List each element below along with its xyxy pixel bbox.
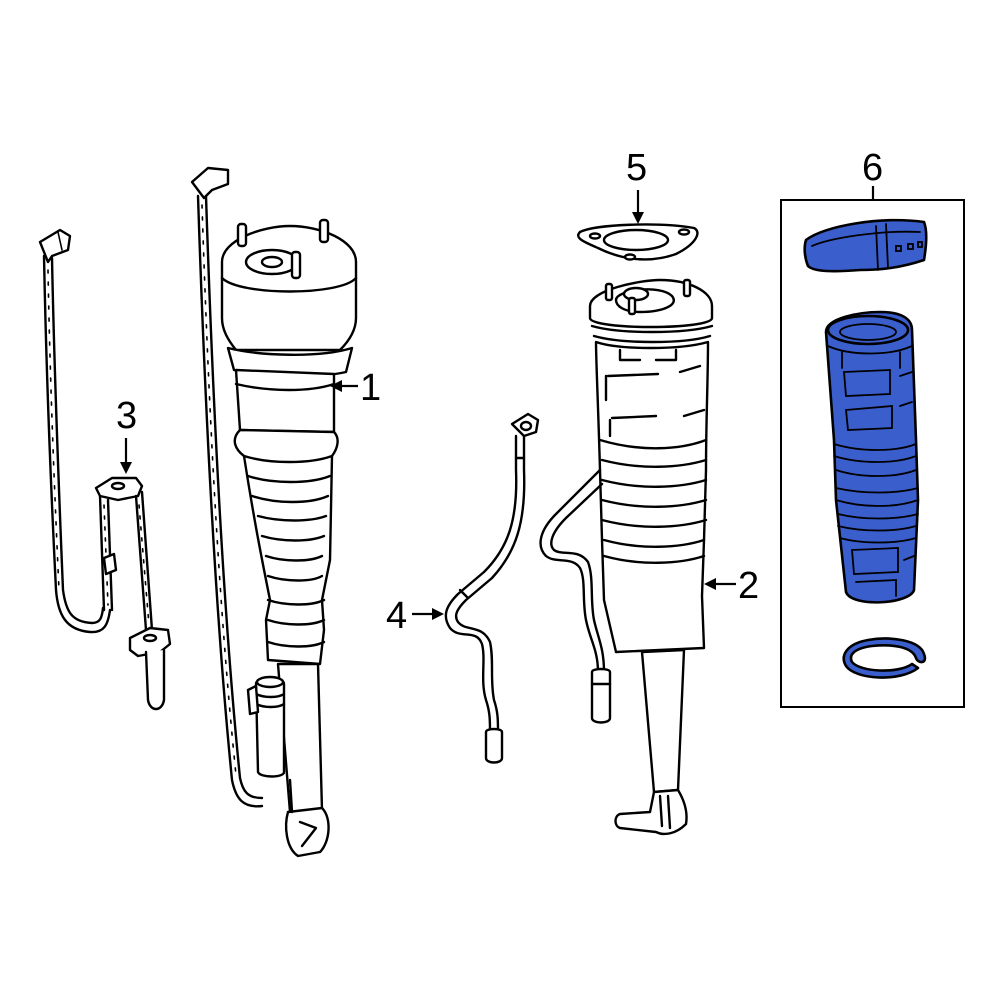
arrow-left-icon	[704, 578, 716, 590]
arrow-down-icon	[120, 462, 132, 474]
part-4-hose[interactable]	[444, 412, 540, 764]
svg-text:2: 2	[738, 565, 759, 607]
callout-5[interactable]: 5	[626, 147, 647, 224]
svg-text:4: 4	[386, 595, 407, 637]
svg-text:6: 6	[862, 147, 883, 189]
part-3-sensor-wire[interactable]	[38, 228, 172, 711]
part-5-gasket[interactable]	[577, 223, 699, 261]
svg-text:3: 3	[116, 395, 137, 437]
callout-6[interactable]: 6	[862, 147, 883, 200]
callout-2[interactable]: 2	[704, 565, 759, 607]
part-6-ring[interactable]	[842, 637, 927, 679]
svg-text:5: 5	[626, 147, 647, 189]
part-6-boot-kit[interactable]	[803, 218, 928, 679]
callout-1[interactable]: 1	[330, 367, 381, 409]
part-6-bellows[interactable]	[824, 310, 920, 604]
arrow-down-icon	[632, 212, 644, 224]
svg-text:1: 1	[360, 367, 381, 409]
part-2-rear-air-strut[interactable]	[539, 278, 714, 836]
part-1-front-air-strut[interactable]	[190, 166, 358, 858]
part-6-clamp[interactable]	[803, 218, 928, 273]
callout-4[interactable]: 4	[386, 595, 444, 637]
arrow-left-icon	[330, 380, 342, 392]
callout-3[interactable]: 3	[116, 395, 137, 474]
arrow-right-icon	[432, 608, 444, 620]
